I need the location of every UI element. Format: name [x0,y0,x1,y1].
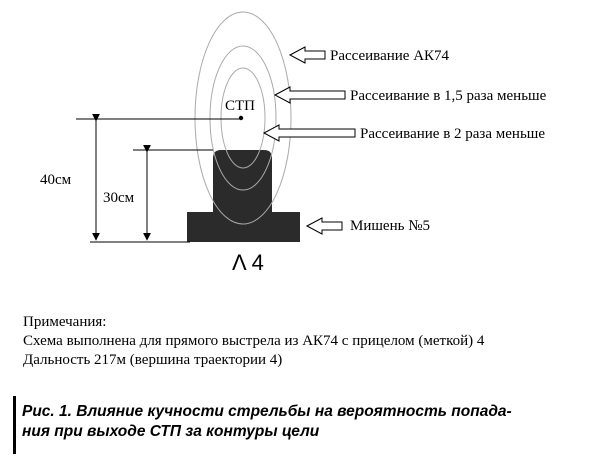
stp-point [238,115,244,121]
label-30cm: 30см [103,190,135,206]
arrow-1-5x [273,86,346,104]
stp-label: СТП [225,98,255,114]
caption-line-1: Рис. 1. Влияние кучности стрельбы на вер… [22,403,512,420]
notes-line-2: Дальность 217м (вершина траектории 4) [23,352,283,368]
arrow-ak74 [288,46,326,64]
label-ak74-dispersion: Рассеивание АК74 [330,48,450,64]
caption-line-2: ния при выходе СТП за контуры цели [22,423,320,440]
target-base [187,212,300,242]
caption-accent-bar [13,396,16,454]
dimension-30cm [133,144,213,241]
arrow-2x [262,124,356,142]
notes-block: Примечания: Схема выполнена для прямого … [23,313,603,370]
target-figure-5 [187,150,300,242]
notes-title: Примечания: [23,314,107,330]
notes-line-1: Схема выполнена для прямого выстрела из … [23,333,485,349]
label-40cm: 40см [40,172,72,188]
sight-mark-label: Λ 4 [232,250,264,275]
label-1-5x-dispersion: Рассеивание в 1,5 раза меньше [350,88,547,104]
label-2x-dispersion: Рассеивание в 2 раза меньше [360,126,545,142]
dimension-40cm [76,113,241,241]
label-target: Мишень №5 [350,218,430,234]
dispersion-ellipse-1-5x [209,45,277,191]
target-body [213,150,272,212]
figure-caption: Рис. 1. Влияние кучности стрельбы на вер… [22,402,602,442]
dispersion-ellipse-ak74 [194,11,292,225]
dispersion-ellipse-2x [220,67,266,169]
arrow-target [305,217,343,235]
